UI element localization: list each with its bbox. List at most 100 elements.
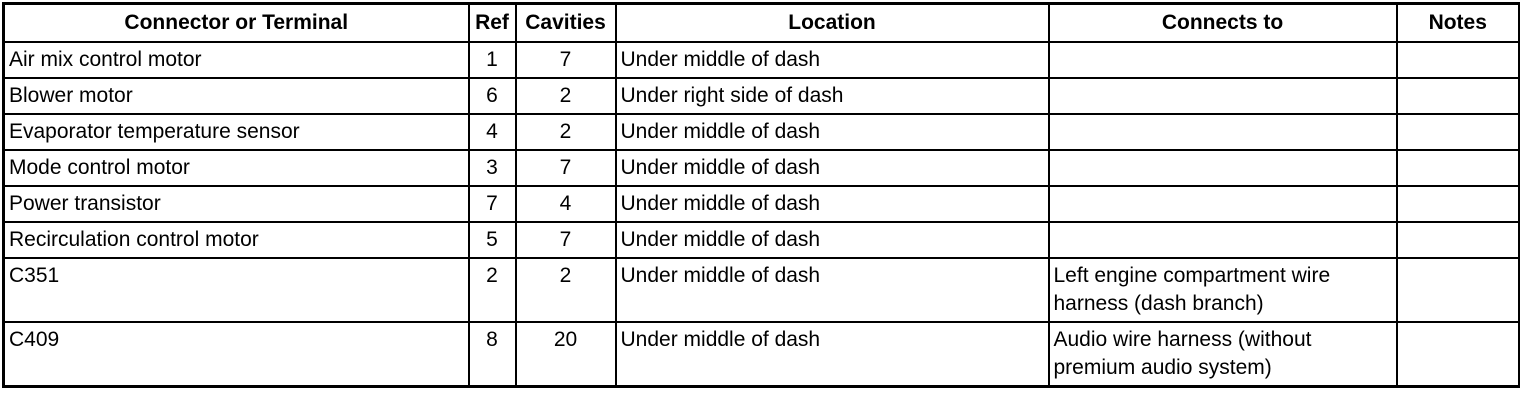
connector-or-terminal-table: Connector or Terminal Ref Cavities Locat…: [2, 2, 1520, 388]
cell-location: Under middle of dash: [614, 149, 1050, 187]
table-header-row: Connector or Terminal Ref Cavities Locat…: [2, 2, 1520, 43]
cell-notes: [1395, 321, 1520, 388]
table-row: Power transistor 7 4 Under middle of dash: [2, 185, 1520, 223]
cell-notes-text: [1398, 259, 1519, 262]
cell-name-text: Air mix control motor: [9, 48, 202, 71]
cell-name: Power transistor: [2, 185, 470, 223]
cell-location: Under middle of dash: [614, 185, 1050, 223]
cell-cavities: 20: [514, 321, 617, 388]
cell-connects-text: [1050, 223, 1396, 226]
table-row: Air mix control motor 1 7 Under middle of d…: [2, 41, 1520, 79]
cell-name-text: Evaporator temperature sensor: [9, 120, 300, 143]
cell-cavities-text: 7: [559, 48, 572, 71]
cell-cavities-text: 2: [559, 120, 572, 143]
cell-notes: [1395, 41, 1520, 79]
cell-connects-text: Left engine compartment wire harness (da…: [1053, 264, 1331, 315]
cell-connects: [1047, 221, 1398, 259]
cell-cavities: 7: [514, 41, 617, 79]
column-header-label: Connects to: [1161, 11, 1284, 34]
cell-cavities-text: 7: [559, 156, 572, 179]
cell-location-text: Under middle of dash: [620, 48, 821, 71]
table-header: Connector or Terminal Ref Cavities Locat…: [2, 2, 1520, 43]
column-header-cavities: Cavities: [514, 2, 617, 43]
table-row: Evaporator temperature sensor 4 2 Under mid…: [2, 113, 1520, 151]
table-row: Recirculation control motor 5 7 Under middl…: [2, 221, 1520, 259]
cell-connects-text: [1050, 151, 1396, 154]
cell-cavities: 7: [514, 221, 617, 259]
column-header-ref: Ref: [467, 2, 517, 43]
cell-connects: [1047, 113, 1398, 151]
cell-cavities-text: 2: [559, 264, 572, 287]
cell-cavities-text: 7: [559, 228, 572, 251]
cell-cavities: 2: [514, 113, 617, 151]
cell-ref: 1: [467, 41, 517, 79]
cell-ref: 8: [467, 321, 517, 388]
cell-name-text: Power transistor: [9, 192, 161, 215]
cell-notes-text: [1398, 223, 1519, 226]
cell-name: Air mix control motor: [2, 41, 470, 79]
cell-cavities: 2: [514, 257, 617, 323]
cell-cavities: 7: [514, 149, 617, 187]
cell-ref-text: 4: [486, 120, 498, 143]
table-row: Mode control motor 3 7 Under middle of dash: [2, 149, 1520, 187]
cell-ref: 6: [467, 77, 517, 115]
cell-connects-text: [1050, 43, 1396, 46]
cell-notes-text: [1398, 115, 1519, 118]
cell-cavities-text: 2: [559, 84, 572, 107]
cell-location-text: Under middle of dash: [620, 228, 821, 251]
cell-ref: 3: [467, 149, 517, 187]
cell-ref: 4: [467, 113, 517, 151]
cell-name: Blower motor: [2, 77, 470, 115]
cell-ref: 5: [467, 221, 517, 259]
cell-cavities-text: 20: [553, 328, 578, 351]
cell-connects: [1047, 41, 1398, 79]
cell-location-text: Under middle of dash: [620, 264, 821, 287]
cell-notes: [1395, 221, 1520, 259]
table-row: C351 2 2 Under middle of dash Left engine co…: [2, 257, 1520, 323]
column-header-label: Notes: [1428, 11, 1487, 34]
cell-connects: Left engine compartment wire harness (da…: [1047, 257, 1398, 323]
cell-location-text: Under middle of dash: [620, 328, 821, 351]
cell-cavities: 4: [514, 185, 617, 223]
cell-connects-text: [1050, 115, 1396, 118]
cell-ref-text: 3: [486, 156, 498, 179]
cell-ref-text: 5: [486, 228, 498, 251]
column-header-label: Connector or Terminal: [124, 11, 349, 34]
cell-name-text: Recirculation control motor: [9, 228, 259, 251]
cell-ref-text: 1: [486, 48, 498, 71]
cell-location: Under middle of dash: [614, 113, 1050, 151]
cell-notes-text: [1398, 43, 1519, 46]
cell-name: Recirculation control motor: [2, 221, 470, 259]
cell-connects-text: [1050, 187, 1396, 190]
cell-name-text: Blower motor: [9, 84, 133, 107]
cell-ref-text: 2: [486, 264, 498, 287]
cell-name-text: C351: [9, 264, 60, 287]
cell-notes: [1395, 185, 1520, 223]
cell-location: Under middle of dash: [614, 321, 1050, 388]
column-header-label: Ref: [475, 11, 509, 34]
cell-cavities-text: 4: [559, 192, 572, 215]
cell-name: C409: [2, 321, 470, 388]
cell-ref: 7: [467, 185, 517, 223]
column-header-notes: Notes: [1395, 2, 1520, 43]
cell-location-text: Under right side of dash: [620, 84, 844, 107]
cell-notes-text: [1398, 187, 1519, 190]
cell-location: Under middle of dash: [614, 221, 1050, 259]
cell-connects-text: [1050, 79, 1396, 82]
cell-notes-text: [1398, 323, 1519, 326]
cell-connects: [1047, 185, 1398, 223]
cell-name: Mode control motor: [2, 149, 470, 187]
column-header-location: Location: [614, 2, 1050, 43]
cell-location-text: Under middle of dash: [620, 192, 821, 215]
column-header-label: Location: [788, 11, 876, 34]
cell-notes: [1395, 257, 1520, 323]
cell-name-text: Mode control motor: [9, 156, 190, 179]
cell-name-text: C409: [9, 328, 60, 351]
cell-location: Under middle of dash: [614, 41, 1050, 79]
cell-ref: 2: [467, 257, 517, 323]
cell-cavities: 2: [514, 77, 617, 115]
cell-notes-text: [1398, 79, 1519, 82]
cell-connects: [1047, 149, 1398, 187]
cell-name: Evaporator temperature sensor: [2, 113, 470, 151]
